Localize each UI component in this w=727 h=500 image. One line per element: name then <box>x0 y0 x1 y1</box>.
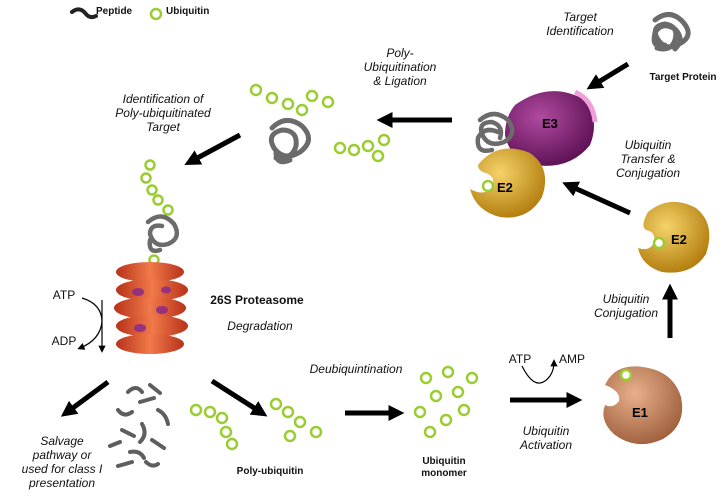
arrow-target-identification <box>586 61 630 90</box>
identification-poly-label: Identification of Poly-ubiquitinated Tar… <box>115 92 211 134</box>
e3-label: E3 <box>542 116 558 131</box>
poly-ubiquitin-label: Poly-ubiquitin <box>236 466 304 477</box>
ubiquitin-monomers-icon <box>413 365 479 439</box>
e2-complex-label: E2 <box>497 180 513 195</box>
ubiquitin-activation-label: Ubiquitin Activation <box>519 424 573 452</box>
arrow-to-poly-ubiquitin <box>210 378 268 417</box>
legend-peptide-label: Peptide <box>96 6 133 17</box>
legend-ubiquitin-label: Ubiquitin <box>166 6 210 17</box>
ubiquitin-monomer-label: Ubiquitin monomer <box>421 456 467 479</box>
arrow-to-proteasome <box>184 132 242 166</box>
poly-ubiquitin-chain-icon <box>189 397 323 451</box>
proteasome-label: 26S Proteasome <box>210 293 304 307</box>
adp-left-label: ADP <box>51 334 77 348</box>
e3-e2-complex <box>470 89 598 218</box>
salvage-label: Salvage pathway or used for class I pres… <box>21 434 103 490</box>
deubiquitination-label: Deubiquintination <box>309 362 403 376</box>
atp-right-label: ATP <box>508 352 532 366</box>
amp-right-label: AMP <box>558 352 585 366</box>
e2-label: E2 <box>671 232 687 247</box>
e1-enzyme-icon <box>603 366 683 445</box>
e1-label: E1 <box>632 405 648 420</box>
target-protein-icon <box>651 12 691 52</box>
peptide-fragments-icon <box>108 383 170 468</box>
poly-ubiquitinated-target-icon <box>249 83 391 165</box>
atp-amp-right-arrow <box>521 359 558 384</box>
e2-enzyme-icon <box>638 201 710 273</box>
e3-enzyme-icon <box>505 91 594 166</box>
ubiquitin-transfer-label: Ubiquitin Transfer & Conjugation <box>615 138 681 180</box>
atp-left-label: ATP <box>52 288 76 302</box>
legend-peptide-icon <box>70 7 98 20</box>
target-protein-label: Target Protein <box>649 72 717 83</box>
ubiquitin-conjugation-label: Ubiquitin Conjugation <box>593 292 659 320</box>
poly-ubiquitination-label: Poly- Ubiquitination & Ligation <box>363 46 437 88</box>
target-identification-label: Target Identification <box>546 10 614 38</box>
degradation-label: Degradation <box>227 319 293 333</box>
proteasome-icon <box>114 159 188 354</box>
legend-ubiquitin-icon <box>149 7 163 21</box>
arrow-to-salvage <box>60 379 110 417</box>
arrow-transfer-conjugation <box>562 181 632 216</box>
e2-enzyme-complex-icon <box>470 148 546 218</box>
